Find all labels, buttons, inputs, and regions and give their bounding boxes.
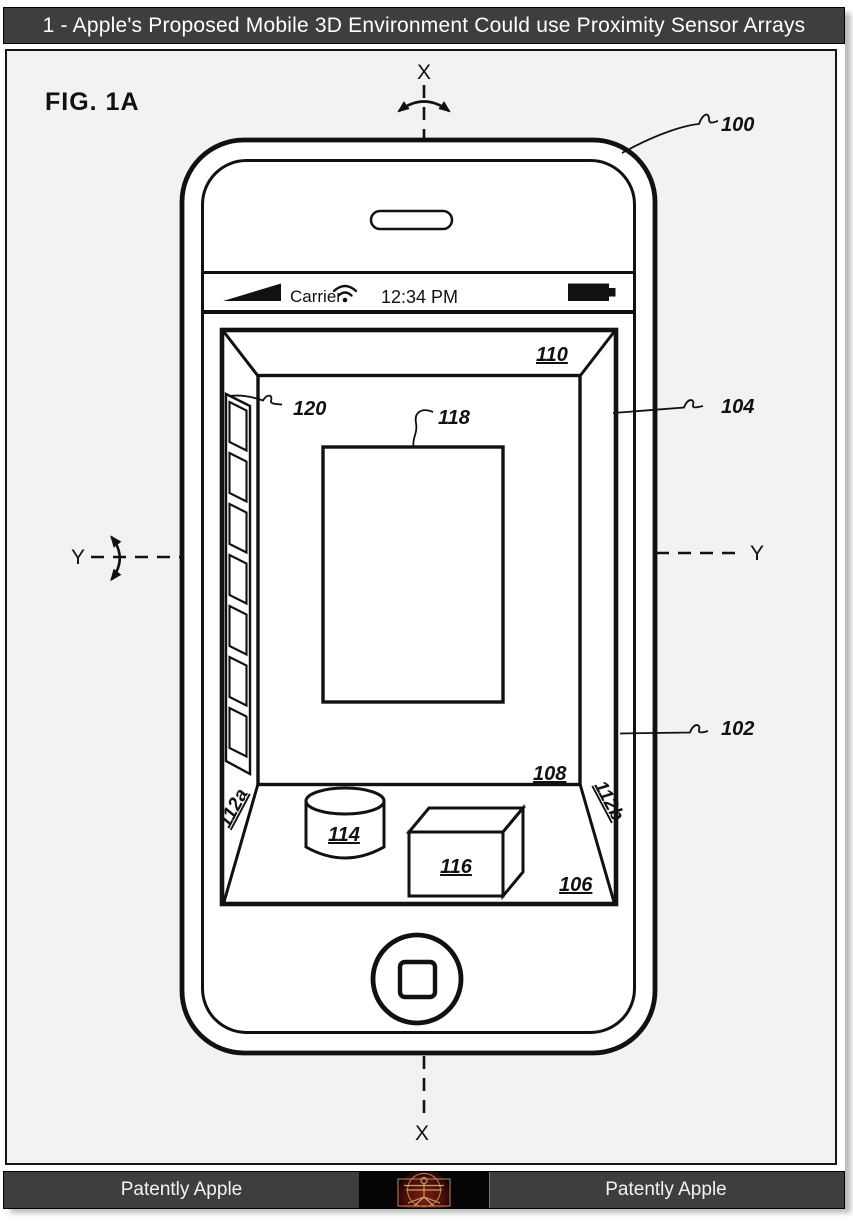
room-bottomright-edge: [578, 783, 616, 903]
header-bar: 1 - Apple's Proposed Mobile 3D Environme…: [3, 7, 845, 44]
wall-frames-strip: [224, 392, 252, 777]
patent-drawing: FIG. 1A X Carrier 12:34 PM: [45, 61, 764, 1145]
footer-right-label: Patently Apple: [605, 1179, 727, 1200]
frame-item: [228, 400, 248, 453]
frame-item: [228, 502, 248, 555]
leader-line-118: [412, 409, 434, 447]
cylinder-object: [304, 786, 386, 860]
frame-item: [228, 451, 248, 504]
signal-strength-icon: [223, 283, 281, 301]
frame-item: [228, 706, 248, 759]
wifi-icon: [332, 284, 358, 303]
box-object: [405, 803, 527, 901]
ref-label-108: 108: [533, 763, 567, 785]
ref-label-106: 106: [559, 874, 593, 896]
phone-screen-outline: [201, 159, 636, 1034]
leader-line-100: [621, 113, 719, 154]
speaker-slot: [369, 209, 454, 231]
battery-icon: [568, 283, 616, 301]
carrier-label: Carrier: [290, 287, 342, 306]
media-rect: [321, 445, 505, 704]
time-label: 12:34 PM: [381, 287, 458, 307]
ref-label-110: 110: [536, 344, 568, 366]
x-axis-bottom-label: X: [415, 1122, 429, 1145]
ref-label-102: 102: [721, 718, 754, 740]
x-axis-top-label: X: [417, 61, 431, 84]
home-button: [370, 932, 464, 1026]
x-rotation-arrow-icon: [397, 100, 451, 113]
leader-line-120: [229, 394, 283, 406]
ref-label-104: 104: [721, 396, 754, 418]
y-axis-right-label: Y: [750, 542, 764, 565]
header-title: 1 - Apple's Proposed Mobile 3D Environme…: [42, 13, 806, 37]
footer-bar: Patently Apple: [3, 1169, 845, 1221]
leader-line-102: [619, 724, 709, 735]
back-wall: [256, 373, 582, 787]
frame-item: [228, 655, 248, 708]
room-topright-edge: [578, 331, 616, 377]
home-button-square-icon: [397, 959, 438, 1000]
room-topleft-edge: [222, 331, 260, 377]
y-rotation-arrow-icon: [110, 535, 122, 582]
ref-label-114: 114: [328, 824, 360, 846]
footer-left-label: Patently Apple: [120, 1179, 243, 1200]
figure-label: FIG. 1A: [45, 88, 140, 116]
frame-item: [228, 553, 248, 606]
vitruvian-man-logo: [359, 1169, 489, 1221]
ref-label-118: 118: [438, 407, 471, 429]
frame-item: [228, 604, 248, 657]
ref-label-120: 120: [293, 398, 326, 420]
leader-line-104: [612, 399, 704, 414]
ref-label-100: 100: [721, 114, 754, 136]
footer-logo: [359, 1169, 490, 1221]
y-axis-left-label: Y: [71, 546, 85, 569]
ref-label-116: 116: [440, 856, 473, 878]
room-bottomleft-edge: [222, 783, 260, 903]
